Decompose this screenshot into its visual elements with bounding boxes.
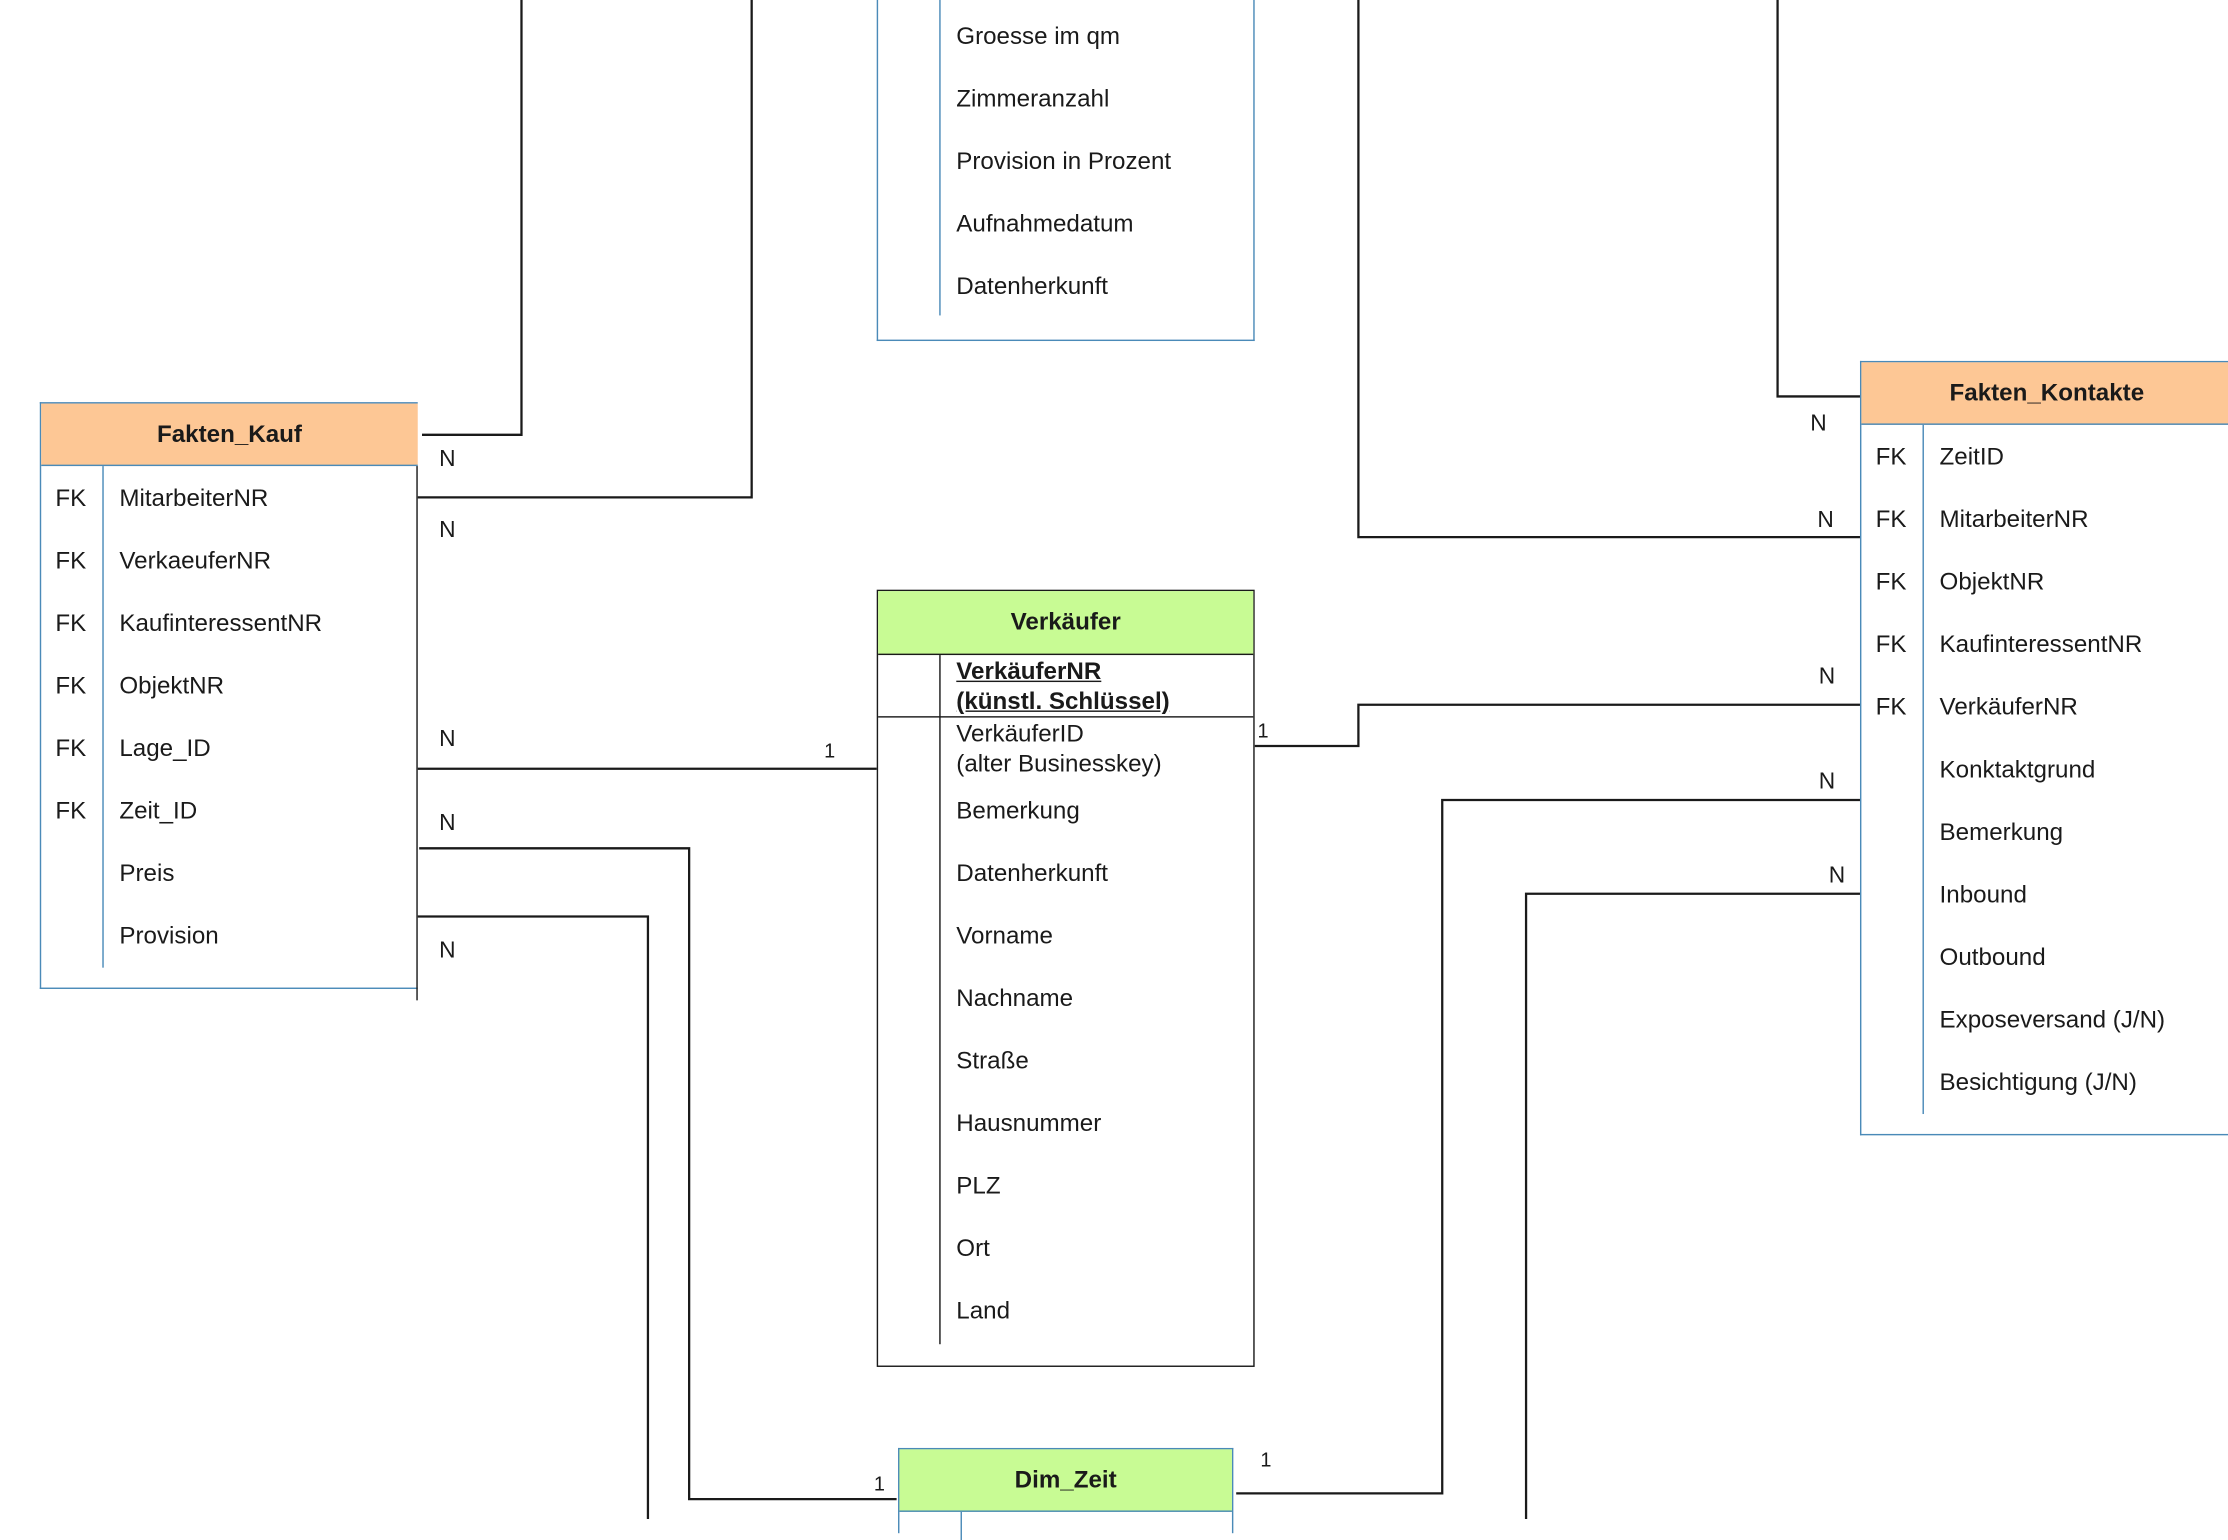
fk-marker: FK [55, 547, 87, 575]
entity-title: Fakten_Kauf [41, 403, 418, 467]
relationship-zeit-kontakte [1236, 798, 1862, 1495]
fk-marker: FK [1875, 443, 1907, 471]
cardinality-label: N [439, 811, 456, 836]
field-provision-prozent: Provision in Prozent [956, 147, 1172, 175]
field-nachname: Nachname [956, 984, 1074, 1012]
fk-marker: FK [55, 797, 87, 825]
field-hausnummer: Hausnummer [956, 1109, 1102, 1137]
cardinality-label: N [439, 447, 456, 472]
entity-title: Fakten_Kontakte [1861, 362, 2228, 425]
field-groesse: Groesse im qm [956, 22, 1121, 50]
column-divider [102, 466, 104, 968]
fk-marker: FK [55, 609, 87, 637]
field-kaufinteressentnr: KaufinteressentNR [1939, 630, 2143, 658]
entity-verkaeufer: Verkäufer VerkäuferNR (künstl. Schlüssel… [876, 589, 1255, 1367]
relationship-kauf-top-a [422, 0, 523, 436]
entity-fakten-kauf: Fakten_Kauf FK MitarbeiterNR FK Verkaeuf… [39, 402, 418, 1001]
field-objektnr: ObjektNR [119, 672, 225, 700]
cardinality-label: N [1828, 863, 1846, 889]
fk-marker: FK [1875, 568, 1907, 596]
relationship-kontakte-bottom [1524, 892, 1862, 1519]
field-ort: Ort [956, 1234, 990, 1262]
cardinality-label: N [439, 939, 456, 964]
cardinality-label: N [439, 518, 456, 543]
field-strasse: Straße [956, 1047, 1029, 1075]
field-datenherkunft: Datenherkunft [956, 272, 1109, 300]
cardinality-label: N [439, 727, 456, 752]
fk-marker: FK [55, 734, 87, 762]
cardinality-label: N [1817, 508, 1834, 533]
cardinality-label: N [1810, 412, 1827, 437]
field-aufnahmedatum: Aufnahmedatum [956, 210, 1134, 238]
fk-marker: FK [1875, 505, 1907, 533]
field-verkaeuferid: VerkäuferID (alter Businesskey) [956, 720, 1162, 778]
field-exposeversand: Exposeversand (J/N) [1939, 1006, 2166, 1034]
field-objektnr: ObjektNR [1939, 568, 2045, 596]
field-bemerkung: Bemerkung [1939, 818, 2064, 846]
field-verkaeufernr-pk: VerkäuferNR (künstl. Schlüssel) [956, 657, 1170, 715]
field-bemerkung: Bemerkung [956, 797, 1080, 825]
entity-right-border [416, 466, 418, 1001]
column-divider [960, 1511, 962, 1540]
column-divider [1922, 424, 1924, 1115]
cardinality-label: N [1818, 770, 1836, 795]
relationship-verkaeufer-kontakte [1254, 703, 1862, 748]
entity-title: Verkäufer [878, 591, 1254, 656]
field-plz: PLZ [956, 1172, 1001, 1200]
field-zeit-id: Zeit_ID [119, 797, 198, 825]
field-lage-id: Lage_ID [119, 734, 211, 762]
cardinality-label: 1 [873, 1472, 885, 1495]
column-divider [939, 655, 941, 1345]
fk-marker: FK [1875, 630, 1907, 658]
relationship-kauf-bottom [416, 915, 650, 1519]
field-mitarbeiternr: MitarbeiterNR [119, 484, 269, 512]
column-divider [939, 0, 941, 316]
field-mitarbeiternr: MitarbeiterNR [1939, 505, 2089, 533]
field-zimmeranzahl: Zimmeranzahl [956, 85, 1110, 113]
entity-title: Dim_Zeit [899, 1449, 1232, 1512]
field-besichtigung: Besichtigung (J/N) [1939, 1068, 2137, 1096]
fk-marker: FK [1875, 693, 1907, 721]
cardinality-label: N [1818, 665, 1836, 690]
relationship-kauf-zeit [419, 847, 897, 1501]
field-land: Land [956, 1297, 1011, 1325]
cardinality-label: 1 [824, 738, 836, 762]
relationship-kontakte-top-right [1776, 0, 1862, 398]
relationship-kontakte-mitarbeiter [1357, 0, 1862, 539]
field-datenherkunft: Datenherkunft [956, 859, 1109, 887]
field-verkaeufernr: VerkäuferNR [1939, 693, 2078, 721]
entity-objekt-partial: Groesse im qm Zimmeranzahl Provision in … [876, 0, 1255, 342]
field-kontaktgrund: Konktaktgrund [1939, 755, 2096, 783]
cardinality-label: 1 [1260, 1447, 1272, 1471]
field-zeitid: ZeitID [1939, 443, 2004, 471]
field-outbound: Outbound [1939, 943, 2046, 971]
pk-divider [878, 716, 1254, 718]
fk-marker: FK [55, 672, 87, 700]
relationship-kauf-top-b [416, 0, 753, 499]
field-preis: Preis [119, 859, 175, 887]
field-verkaeufernr: VerkaeuferNR [119, 547, 272, 575]
cardinality-label: 1 [1257, 719, 1269, 742]
fk-marker: FK [55, 484, 87, 512]
field-vorname: Vorname [956, 922, 1053, 950]
field-provision: Provision [119, 922, 219, 950]
entity-fakten-kontakte: Fakten_Kontakte FK ZeitID FK Mitarbeiter… [1859, 360, 2228, 1136]
field-kaufinteressentnr: KaufinteressentNR [119, 609, 323, 637]
field-inbound: Inbound [1939, 880, 2027, 908]
entity-dim-zeit: Dim_Zeit [898, 1447, 1234, 1540]
